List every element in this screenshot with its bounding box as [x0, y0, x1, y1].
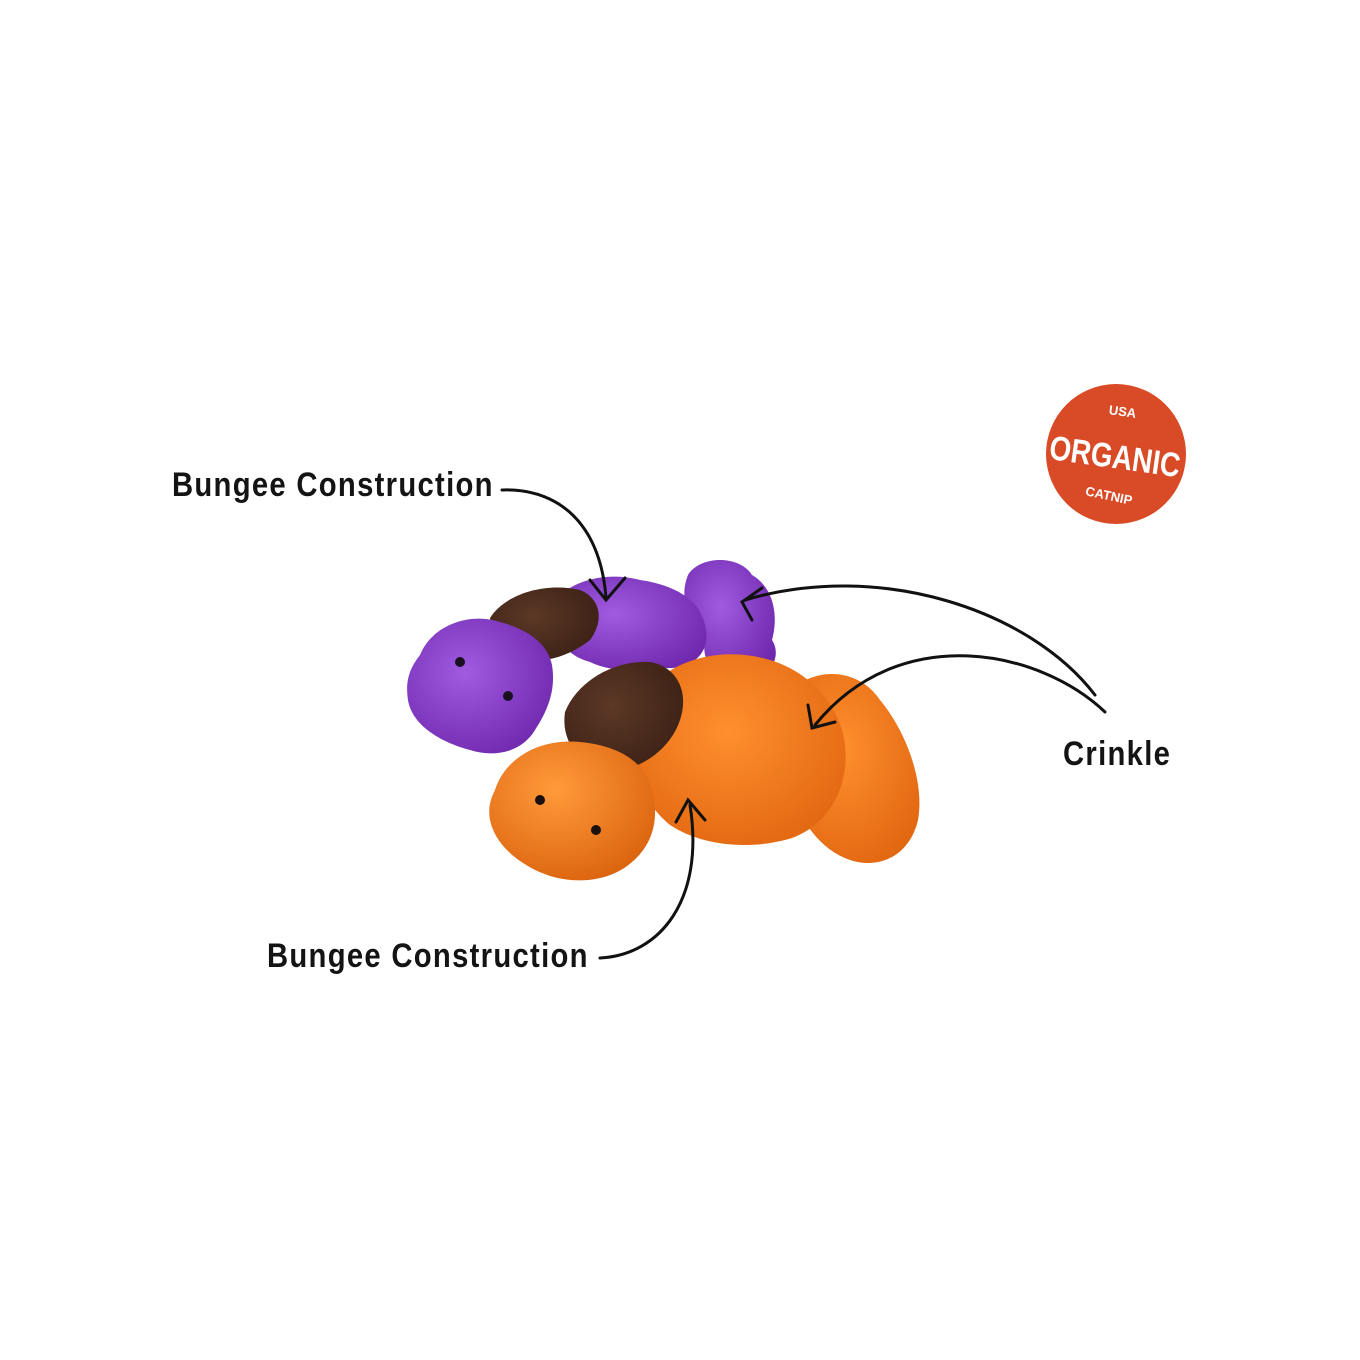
arrow-crinkle-purple [743, 584, 1097, 697]
arrowhead-crinkle-orange [806, 703, 837, 730]
orange-eye-left [535, 795, 545, 805]
orange-platypus-toy [489, 654, 920, 881]
purple-eye-left [455, 657, 465, 667]
callout-arrows [500, 488, 1107, 960]
arrowhead-crinkle-purple [740, 586, 764, 622]
purple-bill [407, 618, 554, 754]
callout-bungee-top: Bungee Construction [172, 466, 494, 504]
arrow-bottom-bungee [598, 803, 695, 960]
arrowhead-bottom-bungee [674, 797, 707, 824]
callout-bungee-bottom: Bungee Construction [267, 937, 589, 975]
arrowhead-top-bungee [588, 576, 627, 603]
orange-eye-right [591, 825, 601, 835]
arrow-crinkle-orange [813, 654, 1107, 727]
badge-circle [1046, 384, 1186, 524]
orange-bill [489, 741, 656, 881]
arrow-top-bungee [500, 488, 608, 600]
purple-platypus-toy [407, 560, 776, 754]
orange-body-fur [631, 654, 846, 845]
callout-crinkle: Crinkle [1063, 735, 1172, 773]
organic-catnip-badge: USA ORGANIC CATNIP [1046, 384, 1186, 524]
purple-tail-fur [684, 560, 776, 678]
purple-eye-right [503, 691, 513, 701]
badge-top-text: USA [1108, 402, 1138, 421]
